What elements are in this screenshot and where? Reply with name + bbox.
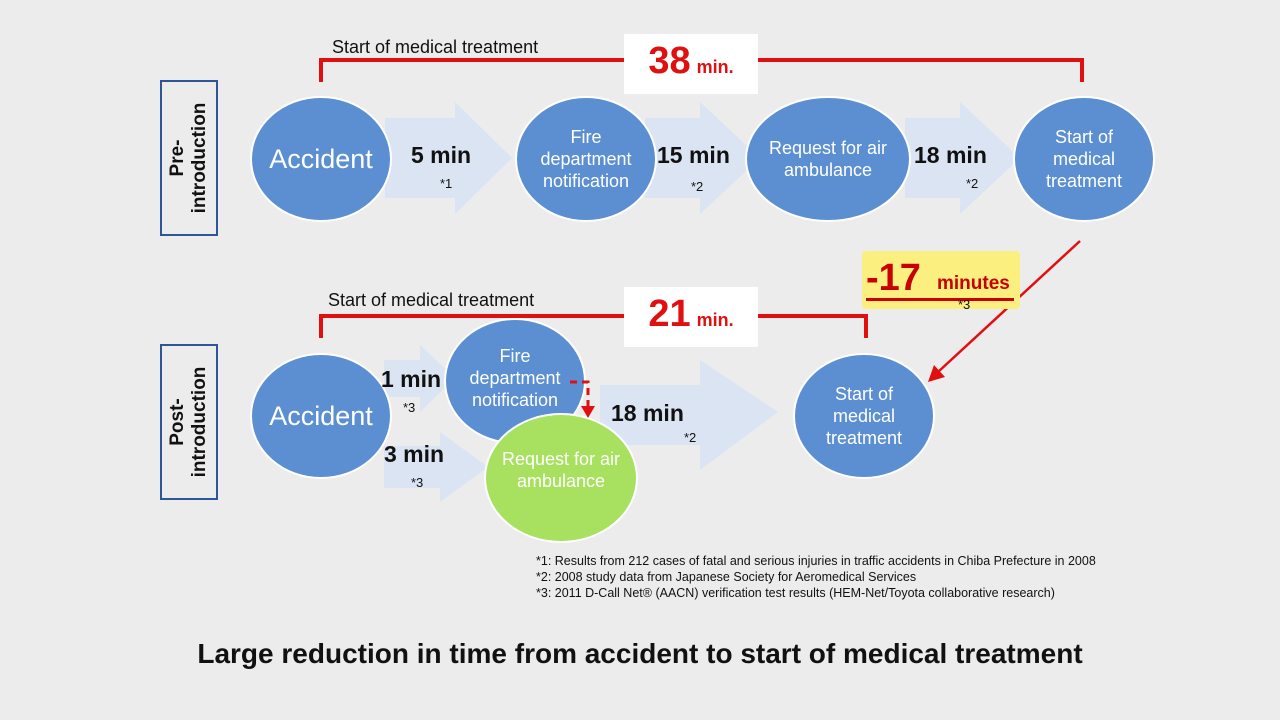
reduction-note: *3 [958,297,971,312]
reduction-number: -17 [866,257,921,299]
node-pre-air-ambulance-request: Request for air ambulance [745,96,911,222]
reduction-underline [866,298,1014,301]
total-time-pre: 38 min. [624,34,758,94]
bracket-label-post: Start of medical treatment [328,290,535,310]
duration-post-3: 18 min [611,400,684,426]
node-pre-air-ambulance-request-label: Request for air ambulance [768,138,888,180]
reduction-arrowhead [928,365,945,382]
duration-post-3-note: *2 [684,430,697,445]
reduction-unit: minutes [937,273,1010,294]
row-label-pre: Pre- introduction [160,80,218,236]
flow-arrow-pre-2 [645,102,760,214]
total-time-post-number: 21 [648,293,691,335]
node-pre-fire-notification: Fire department notification [515,96,657,222]
footnotes: *1: Results from 212 cases of fatal and … [536,553,1096,601]
node-pre-accident-label: Accident [269,143,373,174]
node-post-fire-notification-label: Fire department notification [469,346,561,410]
duration-pre-3: 18 min [914,142,987,168]
node-post-air-ambulance-request-label: Request for air ambulance [501,449,621,491]
node-pre-start-treatment-label: Start of medical treatment [1045,127,1123,191]
duration-post-1: 1 min [381,366,442,392]
flow-arrow-pre-1 [385,102,512,214]
flow-arrow-post-1 [384,345,455,412]
row-label-post: Post- introduction [160,344,218,500]
slide-title: Large reduction in time from accident to… [197,638,1083,669]
footnote-3: *3: 2011 D-Call Net® (AACN) verification… [536,586,1055,600]
flow-arrow-post-2 [384,432,488,502]
node-post-air-ambulance-request: Request for air ambulance [484,413,638,543]
flow-arrow-post-3 [600,360,778,470]
node-post-accident-label: Accident [269,400,373,431]
duration-post-1-note: *3 [403,400,416,415]
row-label-post-text: Post- introduction [167,366,210,478]
bracket-post [319,314,868,338]
total-time-pre-number: 38 [648,40,691,82]
reduction-highlight: -17 minutes *3 [862,251,1020,312]
footnote-2: *2: 2008 study data from Japanese Societ… [536,570,917,584]
total-time-post-unit: min. [696,310,734,330]
bracket-label-pre: Start of medical treatment [332,37,539,57]
total-time-pre-unit: min. [696,57,734,77]
total-time-post: 21 min. [624,287,758,347]
node-post-start-treatment-label: Start of medical treatment [825,384,903,448]
node-pre-accident: Accident [250,96,392,222]
node-post-accident: Accident [250,353,392,479]
duration-post-2: 3 min [384,441,445,467]
duration-pre-1-note: *1 [440,176,453,191]
duration-pre-2-note: *2 [691,179,704,194]
node-pre-start-treatment: Start of medical treatment [1013,96,1155,222]
duration-pre-1: 5 min [411,142,472,168]
node-post-start-treatment: Start of medical treatment [793,353,935,479]
node-pre-fire-notification-label: Fire department notification [540,127,632,191]
duration-pre-2: 15 min [657,142,730,168]
flow-arrow-pre-3 [905,102,1020,214]
node-post-fire-notification: Fire department notification [444,318,586,444]
duration-pre-3-note: *2 [966,176,979,191]
footnote-1: *1: Results from 212 cases of fatal and … [536,554,1096,568]
row-label-pre-text: Pre- introduction [167,102,210,214]
duration-post-2-note: *3 [411,475,424,490]
